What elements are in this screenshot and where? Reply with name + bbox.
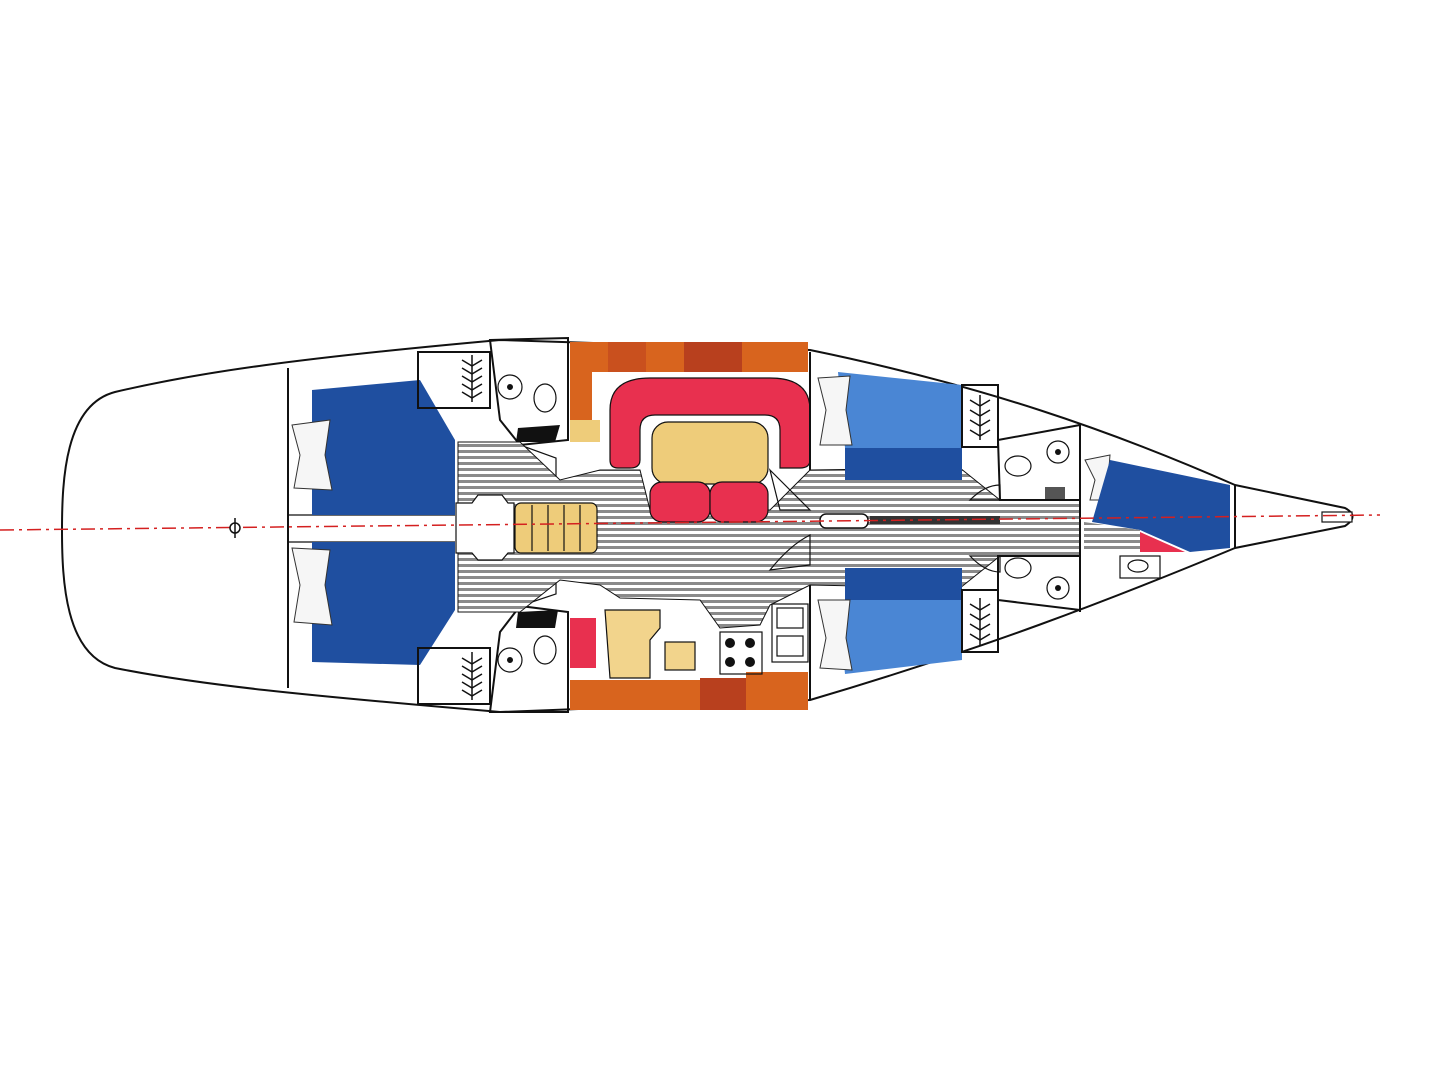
rudder-post	[229, 518, 241, 538]
bow-fitting	[1321, 511, 1353, 523]
port-bench-side	[570, 372, 592, 420]
companionway-steps	[514, 502, 598, 554]
galley-bench-3	[746, 672, 808, 710]
port-tan-counter	[570, 420, 600, 442]
saloon-pouf-right	[709, 481, 769, 523]
aft-locker-port	[417, 351, 491, 409]
galley-red-seat	[570, 618, 596, 668]
hanging-locker-icon	[969, 395, 991, 645]
double-sink-icon	[771, 603, 809, 663]
galley-counter	[604, 609, 661, 679]
saloon-pouf-left	[649, 481, 711, 523]
forepeak-berth	[1092, 460, 1230, 552]
toilet-icon	[533, 383, 1032, 665]
fwd-locker-port	[961, 384, 999, 448]
saloon-table	[651, 421, 769, 485]
sink-icon	[1046, 440, 1070, 600]
aft-locker-stbd	[417, 647, 491, 705]
port-bench-5	[742, 342, 808, 372]
fwd-port-berth-upper	[838, 372, 962, 448]
forepeak-locker	[1119, 555, 1161, 579]
engine-box	[455, 494, 515, 561]
galley-bench-1	[570, 680, 700, 710]
hanging-locker-icon	[461, 355, 483, 700]
aft-head-port	[488, 336, 569, 447]
forepeak-red-seat	[1140, 532, 1185, 552]
fwd-stbd-berth-lower	[838, 600, 962, 674]
stove-icon	[719, 631, 763, 675]
fwd-locker-stbd	[961, 589, 999, 653]
port-bench-3	[646, 342, 684, 372]
u-settee	[609, 377, 811, 469]
aft-starboard-berth	[312, 542, 455, 665]
galley-bench-2	[700, 678, 746, 710]
aft-head-stbd	[488, 604, 569, 713]
drive-shaft	[870, 516, 1000, 524]
hull-outline	[60, 338, 1354, 714]
galley-box	[664, 641, 696, 671]
fwd-stbd-berth-upper	[845, 568, 962, 600]
port-bench-1	[570, 342, 608, 372]
aft-port-berth	[312, 380, 455, 515]
cushion-icon	[291, 419, 333, 626]
toilet-icon	[1127, 559, 1149, 573]
sink-icon	[497, 374, 523, 673]
fwd-port-berth-lower	[845, 448, 962, 480]
forepeak-floor	[1084, 522, 1140, 552]
port-bench-2	[608, 342, 646, 372]
port-bench-4	[684, 342, 742, 372]
fwd-head-port	[996, 423, 1081, 501]
